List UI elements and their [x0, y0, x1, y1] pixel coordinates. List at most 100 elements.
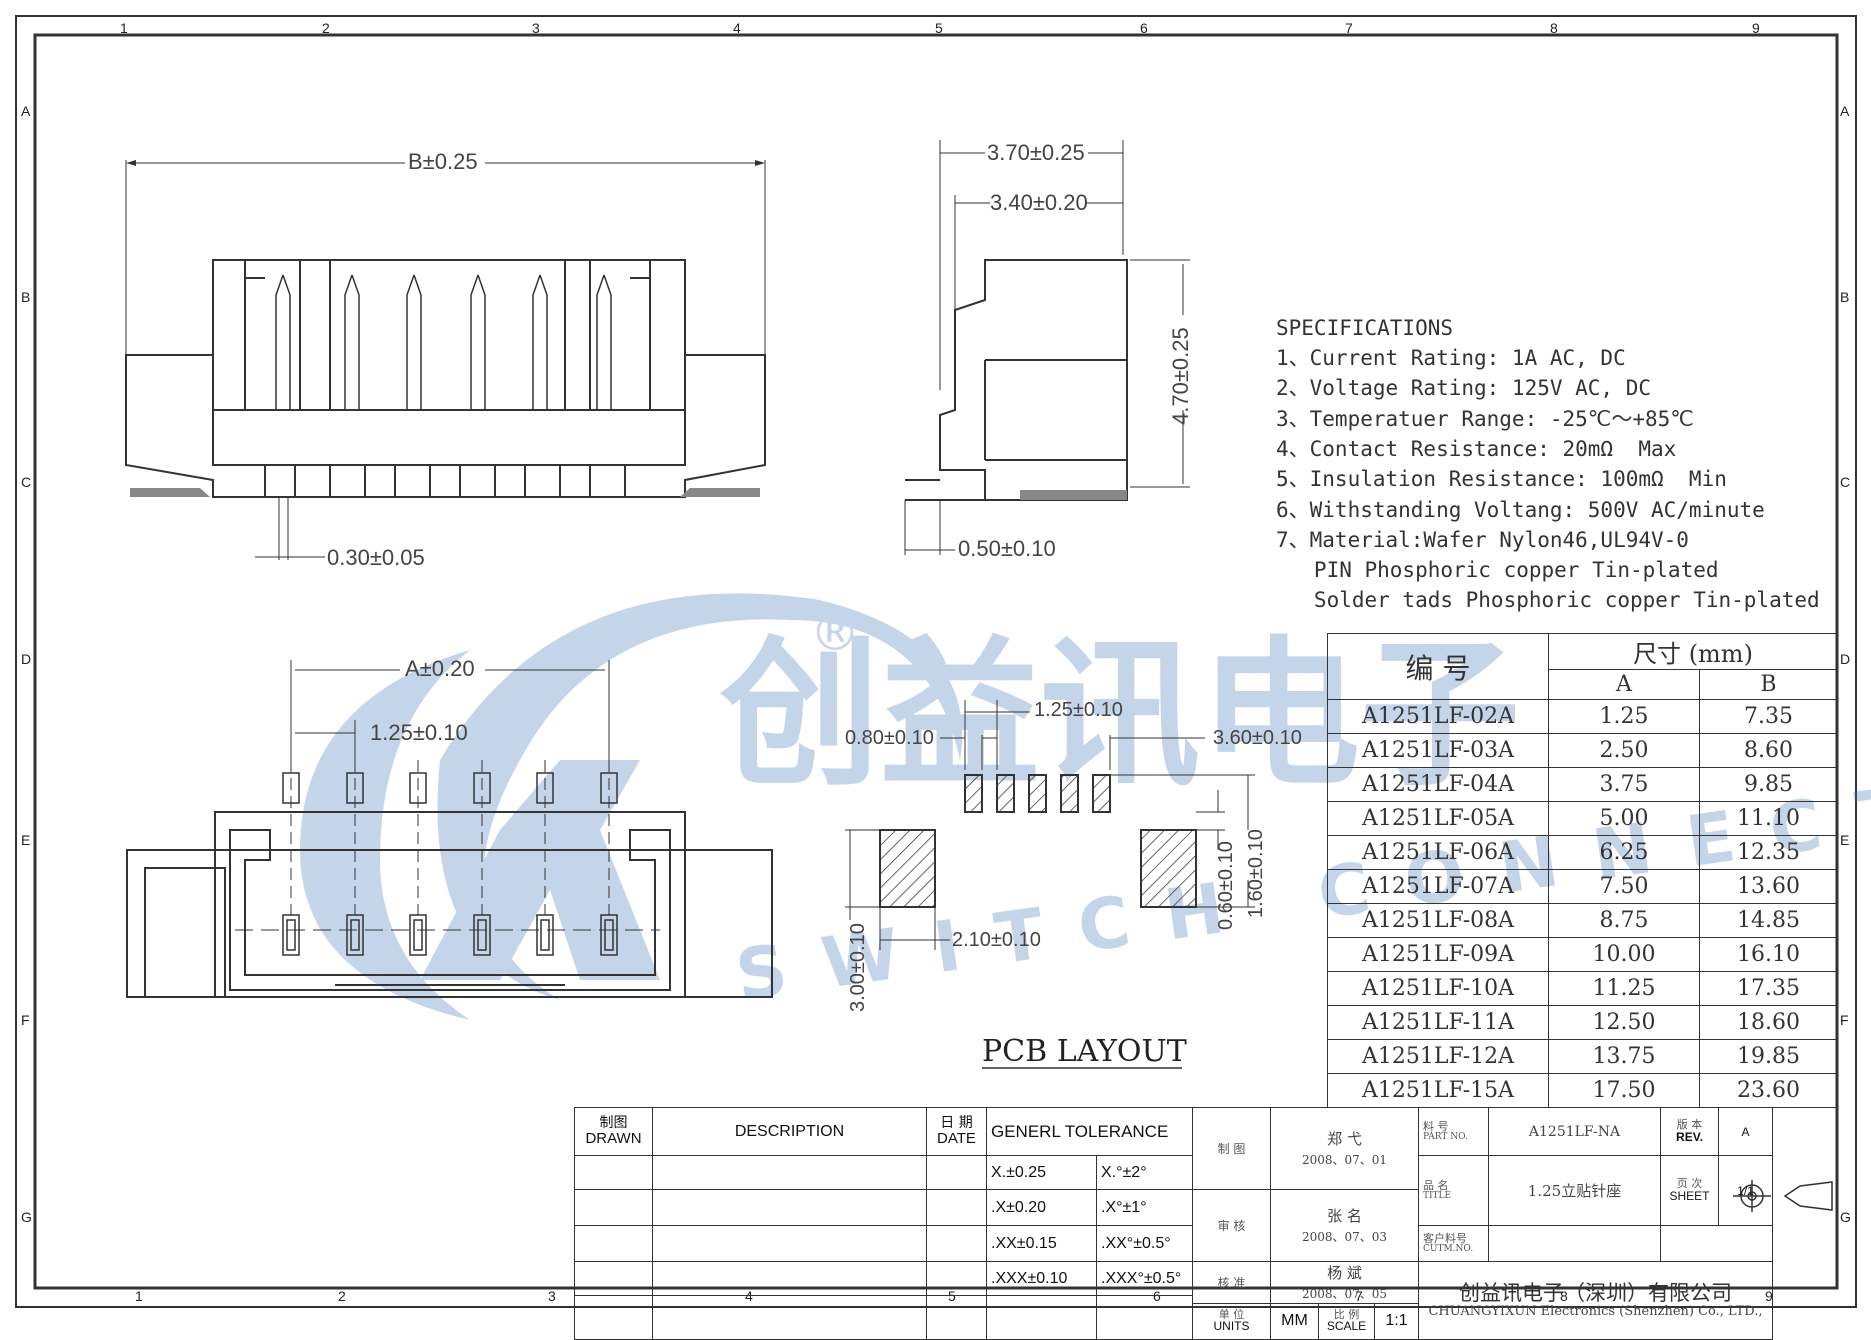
spec-line: 3、Temperatuer Range: -25℃～+85℃	[1276, 407, 1694, 431]
date-cn: 日 期	[940, 1115, 973, 1132]
a-cell: 1.25	[1548, 699, 1700, 734]
col-label: 5	[935, 20, 943, 36]
drawn-en: DRAWN	[585, 1129, 642, 1147]
row-label: F	[21, 1012, 30, 1028]
part-no-value: A1251LF-NA	[1488, 1107, 1661, 1156]
description-value-4	[652, 1261, 927, 1296]
tol-linear: .XX±0.15	[986, 1225, 1097, 1262]
col-label: 7	[1345, 20, 1353, 36]
company-en: CHUANGYIXUN Electronics (Shenzhen) Co., …	[1428, 1303, 1763, 1319]
row-label: C	[1840, 474, 1851, 490]
b-cell: 19.85	[1699, 1039, 1838, 1074]
sheet-value: 1/1	[1718, 1155, 1773, 1226]
header-col-b: B	[1699, 669, 1838, 700]
spec-line: Solder tads Phosphoric copper Tin-plated	[1276, 588, 1820, 612]
top-view	[126, 660, 773, 998]
cust-value	[1488, 1225, 1661, 1262]
part-cell: A1251LF-05A	[1327, 801, 1549, 836]
check-label: 审 核	[1192, 1189, 1271, 1262]
col-label: 6	[1140, 20, 1148, 36]
drawn-value-4	[574, 1261, 653, 1296]
drawn-header: 制图 DRAWN	[574, 1107, 653, 1156]
tol-angular: .XXX°±0.5°	[1096, 1261, 1193, 1296]
cust-label: 客户料号 CUTM.NO.	[1418, 1225, 1489, 1262]
row-label: B	[1840, 289, 1850, 305]
a-cell: 12.50	[1548, 1005, 1700, 1040]
row-label: C	[21, 474, 32, 490]
a-cell: 5.00	[1548, 801, 1700, 836]
sheet-label: 页 次 SHEET	[1660, 1155, 1719, 1226]
date-value-3	[926, 1225, 987, 1262]
part-cell: A1251LF-04A	[1327, 767, 1549, 802]
scale-cn: 比 例	[1333, 1307, 1360, 1321]
row-label: A	[1840, 103, 1850, 119]
sheet-en: SHEET	[1669, 1188, 1710, 1203]
col-label: 8	[1550, 20, 1558, 36]
a-cell: 2.50	[1548, 733, 1700, 768]
part-cell: A1251LF-07A	[1327, 869, 1549, 904]
b-cell: 17.35	[1699, 971, 1838, 1006]
a-cell: 8.75	[1548, 903, 1700, 938]
dim-pcb-pitch: 1.25±0.10	[1034, 699, 1123, 721]
col-label: 2	[338, 1288, 346, 1304]
col-label: 4	[733, 20, 741, 36]
part-cell: A1251LF-08A	[1327, 903, 1549, 938]
row-label: E	[21, 832, 31, 848]
title-value: 1.25立贴针座	[1488, 1155, 1661, 1226]
side-view	[904, 140, 1190, 555]
date-en: DATE	[937, 1129, 976, 1147]
drawn-cn: 制图	[599, 1115, 628, 1132]
rev-en: REV.	[1676, 1129, 1703, 1144]
spec-line: 4、Contact Resistance: 20mΩ Max	[1276, 437, 1677, 461]
title-label: 品 名 TITLE	[1418, 1155, 1489, 1226]
header-col-a: A	[1548, 669, 1700, 700]
tol-linear: .X±0.20	[986, 1189, 1097, 1226]
title-en: TITLE	[1423, 1190, 1452, 1201]
dim-depth-outer: 3.70±0.25	[987, 140, 1085, 165]
dim-pin-width: 0.30±0.05	[327, 545, 425, 570]
part-cell: A1251LF-10A	[1327, 971, 1549, 1006]
drawn-value-2	[574, 1189, 653, 1226]
spec-line: 7、Material:Wafer Nylon46,UL94V-0	[1276, 528, 1689, 552]
col-label: 2	[322, 20, 330, 36]
tol-linear: X.±0.25	[986, 1155, 1097, 1190]
b-cell: 8.60	[1699, 733, 1838, 768]
a-cell: 3.75	[1548, 767, 1700, 802]
dim-overall-b: B±0.25	[408, 149, 478, 174]
description-value-3	[652, 1225, 927, 1262]
check-date: 2008、07、03	[1301, 1229, 1388, 1244]
row-label: B	[21, 289, 31, 305]
scale-value: 1:1	[1374, 1302, 1419, 1340]
spec-line: 5、Insulation Resistance: 100mΩ Min	[1276, 467, 1727, 491]
part-cell: A1251LF-12A	[1327, 1039, 1549, 1074]
company-cn: 创益讯电子（深圳）有限公司	[1459, 1280, 1732, 1305]
col-label: 9	[1752, 20, 1760, 36]
company-cell: 创益讯电子（深圳）有限公司 CHUANGYIXUN Electronics (S…	[1418, 1261, 1773, 1340]
projection-cell	[1660, 1225, 1773, 1262]
spec-line: 1、Current Rating: 1A AC, DC	[1276, 346, 1626, 370]
draw-label: 制 图	[1192, 1107, 1271, 1190]
tol-linear	[986, 1295, 1097, 1340]
date-value-2	[926, 1189, 987, 1226]
dim-pcb-offset: 3.60±0.10	[1213, 727, 1302, 749]
dim-height: 4.70±0.25	[1168, 327, 1193, 425]
dim-pcb-gap: 1.60±0.10	[1245, 829, 1267, 918]
date-header: 日 期 DATE	[926, 1107, 987, 1156]
sheet-cn: 页 次	[1676, 1177, 1703, 1191]
dim-pcb-pad-height: 0.60±0.10	[1215, 841, 1237, 930]
a-cell: 13.75	[1548, 1039, 1700, 1074]
draw-date: 2008、07、01	[1301, 1152, 1388, 1167]
b-cell: 9.85	[1699, 767, 1838, 802]
b-cell: 18.60	[1699, 1005, 1838, 1040]
watermark-registered: ®	[810, 604, 860, 662]
b-cell: 23.60	[1699, 1073, 1838, 1108]
drawn-value-3	[574, 1225, 653, 1262]
date-value-1	[926, 1155, 987, 1190]
scale-en: SCALE	[1326, 1319, 1367, 1334]
